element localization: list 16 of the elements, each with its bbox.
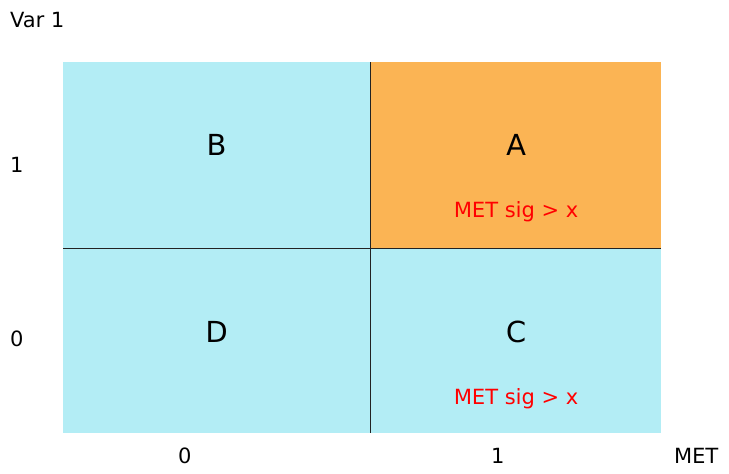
region-letter: D <box>205 315 228 349</box>
region-letter: A <box>506 128 526 162</box>
axis-title: MET <box>674 444 718 468</box>
condition-text: MET sig > x <box>454 385 578 409</box>
condition-text: MET sig > x <box>454 198 578 222</box>
quadrant-region <box>371 249 661 433</box>
quadrant-region <box>63 62 371 249</box>
axis-title: Var 1 <box>10 8 64 32</box>
tick-label: 0 <box>178 444 192 468</box>
tick-label: 0 <box>10 327 24 351</box>
tick-label: 1 <box>491 444 504 468</box>
tick-label: 1 <box>10 153 24 177</box>
region-letter: C <box>506 315 526 349</box>
quadrant-region <box>371 62 661 249</box>
quadrant-region <box>63 249 371 433</box>
region-letter: B <box>206 128 226 162</box>
